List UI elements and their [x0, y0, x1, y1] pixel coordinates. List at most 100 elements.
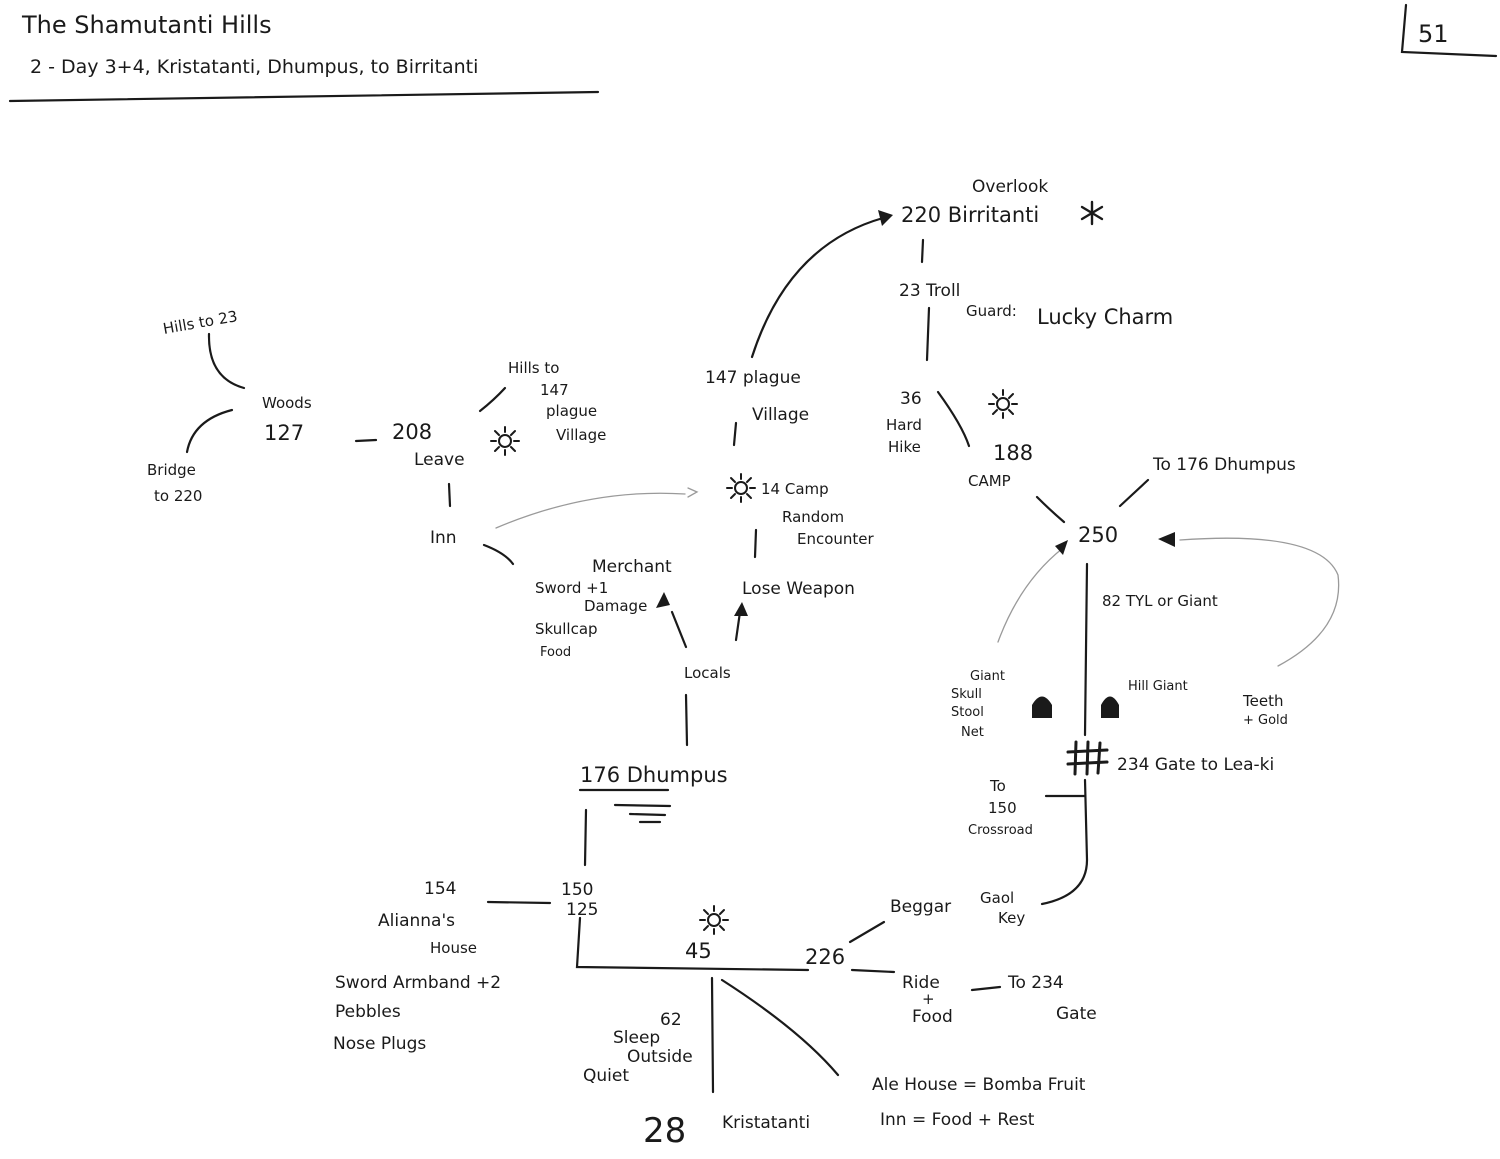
ale-house-label: Ale House = Bomba Fruit — [872, 1075, 1086, 1095]
crossroad-label: Crossroad — [968, 823, 1033, 838]
hills-to-147-village: Village — [556, 426, 606, 444]
giant-skull-2: Skull — [951, 687, 982, 702]
connector-locals-loseweapon — [734, 610, 742, 642]
node-23-troll: 23 Troll — [899, 281, 960, 301]
node-220-birritanti: 220 Birritanti — [901, 203, 1039, 227]
giant-skull-1: Giant — [970, 669, 1005, 684]
hills-to-147-num: 147 — [540, 381, 569, 399]
node-176-dhumpus: 176 Dhumpus — [580, 763, 728, 787]
node-14-encounter: Encounter — [797, 530, 875, 548]
connector-226-ride — [850, 968, 896, 974]
node-188-camp: CAMP — [968, 472, 1011, 490]
connector-camp14-loseweapon — [753, 528, 758, 559]
node-14-random: Random — [782, 508, 844, 526]
page-number-bracket — [1400, 3, 1498, 58]
map-subtitle: 2 - Day 3+4, Kristatanti, Dhumpus, to Bi… — [30, 56, 478, 78]
connector-250-to176 — [1118, 478, 1150, 508]
sun-icon — [490, 426, 520, 456]
gaol-label: Gaol — [980, 889, 1014, 907]
arrow-147-to-220 — [750, 216, 885, 359]
tyl-giant-label: 82 TYL or Giant — [1102, 592, 1218, 610]
connectors — [185, 238, 1150, 1094]
merchant-skullcap: Skullcap — [535, 620, 598, 638]
connector-36-188 — [936, 390, 971, 448]
sun-icon — [699, 905, 729, 935]
node-23-guard: Guard: — [966, 302, 1017, 320]
connector-woods-208 — [354, 438, 378, 443]
connector-220-23 — [920, 238, 925, 264]
node-208: 208 — [392, 420, 432, 444]
ride-label: Ride — [902, 973, 940, 993]
merchant-damage: Damage — [584, 597, 647, 615]
kristatanti-label: Kristatanti — [722, 1113, 810, 1133]
node-234-gate: 234 Gate to Lea-ki — [1117, 755, 1274, 775]
locals-label: Locals — [684, 664, 731, 682]
node-188: 188 — [993, 441, 1033, 465]
connector-23-36 — [925, 306, 931, 362]
connector-208-hills147 — [478, 386, 507, 413]
giant-skull-3: Stool — [951, 705, 984, 720]
bridge-to-220: to 220 — [154, 487, 202, 505]
lose-weapon-label: Lose Weapon — [742, 579, 855, 599]
bridge-label: Bridge — [147, 461, 196, 479]
merchant-sword: Sword +1 — [535, 579, 608, 597]
arrow-giantskull-to-250 — [997, 547, 1064, 643]
node-154: 154 — [424, 879, 456, 899]
sleep-label: Sleep — [613, 1028, 660, 1048]
connector-locals-176 — [684, 693, 689, 747]
connector-208-inn — [447, 482, 452, 508]
connector-locals-merchant — [670, 610, 688, 649]
sleep-outside: Outside — [627, 1047, 693, 1067]
node-147-plague: 147 plague — [705, 368, 801, 388]
connector-250-234 — [1083, 562, 1089, 737]
connector-hills23-woods — [207, 332, 246, 390]
node-woods-label: Woods — [262, 394, 312, 412]
connector-147-camp14 — [732, 421, 738, 447]
connector-inn-merchant — [482, 543, 515, 566]
ride-food: Food — [912, 1007, 953, 1027]
to-234-gate: Gate — [1056, 1004, 1097, 1024]
giant-skull-4: Net — [961, 725, 984, 740]
hill-giant-teeth: Teeth — [1242, 692, 1283, 710]
node-28: 28 — [643, 1111, 686, 1151]
nose-plugs-item: Nose Plugs — [333, 1034, 426, 1054]
aliannas-house: House — [430, 939, 477, 957]
connector-188-250 — [1035, 495, 1066, 524]
inn-label: Inn — [430, 528, 457, 548]
lucky-charm-label: Lucky Charm — [1037, 305, 1173, 329]
pebbles-item: Pebbles — [335, 1002, 401, 1022]
arrow-inn-to-camp14 — [495, 492, 686, 529]
crossroad-to: To — [989, 777, 1006, 795]
arrows — [495, 210, 1340, 667]
node-208-leave: Leave — [414, 450, 465, 470]
gate-icon — [1066, 740, 1109, 776]
gaol-key: Key — [998, 909, 1025, 927]
page-number: 51 — [1418, 20, 1449, 48]
connector-ride-to234 — [970, 985, 1002, 992]
connector-226-beggar — [848, 920, 886, 944]
ride-plus: + — [922, 990, 935, 1008]
aliannas-label: Alianna's — [378, 911, 455, 931]
node-36-hike: Hike — [888, 438, 921, 456]
node-62: 62 — [660, 1010, 682, 1030]
connector-45-28 — [710, 976, 715, 1094]
hills-to-147-label: Hills to — [508, 359, 559, 377]
node-36-hard: Hard — [886, 416, 922, 434]
sun-icon — [726, 473, 756, 503]
connector-150-226 — [575, 916, 810, 972]
dhumpus-underline-marks — [613, 803, 672, 824]
sleep-quiet: Quiet — [583, 1066, 629, 1086]
node-45: 45 — [685, 939, 712, 963]
connector-woods-bridge — [185, 408, 234, 454]
node-125: 125 — [566, 900, 598, 920]
merchant-label: Merchant — [592, 557, 672, 577]
crossroad-150: 150 — [988, 799, 1017, 817]
to-176-label: To 176 Dhumpus — [1152, 455, 1296, 475]
sun-icon — [988, 389, 1018, 419]
merchant-food: Food — [540, 645, 571, 660]
connector-45-alehouse — [720, 978, 840, 1077]
inn-food-rest-label: Inn = Food + Rest — [880, 1110, 1035, 1130]
hills-to-147-plague: plague — [546, 402, 597, 420]
tombstone-icon — [1032, 696, 1052, 718]
